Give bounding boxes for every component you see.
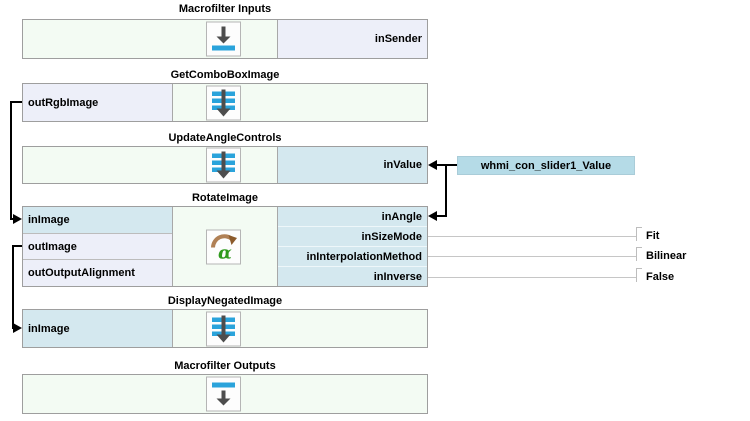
wire-arrowhead-icon [13,323,22,333]
port-label: inSender [374,33,422,45]
rotateimage-left-ports: inImage outImage outOutputAlignment [23,207,173,287]
port-label: inImage [28,213,70,226]
block-macrofilter-outputs[interactable] [22,374,428,414]
port-inimage[interactable]: inImage [23,207,172,234]
port-outoutputalignment[interactable]: outOutputAlignment [23,260,172,287]
wire-arrowhead-icon [428,160,437,170]
constant-bracket [636,268,637,282]
wire-arrowhead-icon [428,211,437,221]
port-invalue[interactable]: inValue [277,147,427,183]
rotateimage-right-ports: inAngle inSizeMode inInterpolationMethod… [277,207,427,286]
port-label: outOutputAlignment [28,267,135,280]
port-label: inValue [383,159,422,171]
block-title-displaynegatedimage: DisplayNegatedImage [167,295,283,307]
constant-bracket [636,247,637,261]
block-macrofilter-inputs[interactable]: inSender [22,19,428,59]
task-icon [206,147,241,183]
port-outrgbimage[interactable]: outRgbImage [23,84,173,121]
block-displaynegatedimage[interactable]: inImage [22,309,428,348]
port-ininterpolationmethod[interactable]: inInterpolationMethod [278,247,427,267]
macrofilter-input-icon [206,21,241,57]
wire-slider-to-inangle [445,164,447,217]
external-input-label[interactable]: whmi_con_slider1_Value [457,156,635,175]
constant-bracket [636,227,642,228]
constant-value-insizemode[interactable]: Fit [646,230,660,242]
block-rotateimage[interactable]: α inImage outImage outOutputAlignment in… [22,206,428,287]
wire-arrowhead-icon [13,214,22,224]
port-label: outImage [28,240,77,253]
block-title-getcomboboximage: GetComboBoxImage [170,69,280,81]
block-getcomboboximage[interactable]: outRgbImage [22,83,428,122]
port-label: inInterpolationMethod [306,250,422,263]
port-ininverse[interactable]: inInverse [278,267,427,286]
port-label: outRgbImage [28,96,99,109]
block-title-macrofilter-outputs: Macrofilter Outputs [174,360,276,372]
constant-wire-insizemode [428,236,636,237]
port-label: inInverse [373,270,422,283]
task-icon [206,311,241,346]
port-label: inSizeMode [361,230,422,243]
constant-wire-ininverse [428,277,636,278]
port-inangle[interactable]: inAngle [278,207,427,227]
wire-outimage-to-inimage [12,245,22,247]
block-title-updateanglecontrols: UpdateAngleControls [168,132,282,144]
wire-outrgbimage-to-inimage [10,218,15,220]
block-updateanglecontrols[interactable]: inValue [22,146,428,184]
wire-outrgbimage-to-inimage [10,101,22,103]
block-title-macrofilter-inputs: Macrofilter Inputs [178,3,272,15]
constant-bracket [636,268,642,269]
svg-text:α: α [218,242,232,263]
port-insizemode[interactable]: inSizeMode [278,227,427,247]
port-label: inImage [28,322,70,335]
constant-bracket [636,227,637,241]
wire-outrgbimage-to-inimage [10,101,12,220]
rotate-image-icon: α [206,229,241,264]
constant-value-ininterpolationmethod[interactable]: Bilinear [646,250,687,262]
constant-wire-ininterpolationmethod [428,256,636,257]
port-label: inAngle [381,210,422,223]
constant-value-ininverse[interactable]: False [646,271,675,283]
block-title-rotateimage: RotateImage [191,192,259,204]
task-icon [206,85,241,120]
port-inimage[interactable]: inImage [23,310,173,347]
macrofilter-output-icon [206,376,241,412]
wire-slider-to-inangle [436,215,447,217]
port-insender[interactable]: inSender [277,20,427,58]
constant-bracket [636,247,642,248]
port-outimage[interactable]: outImage [23,233,172,261]
wire-outimage-to-inimage [12,245,14,329]
